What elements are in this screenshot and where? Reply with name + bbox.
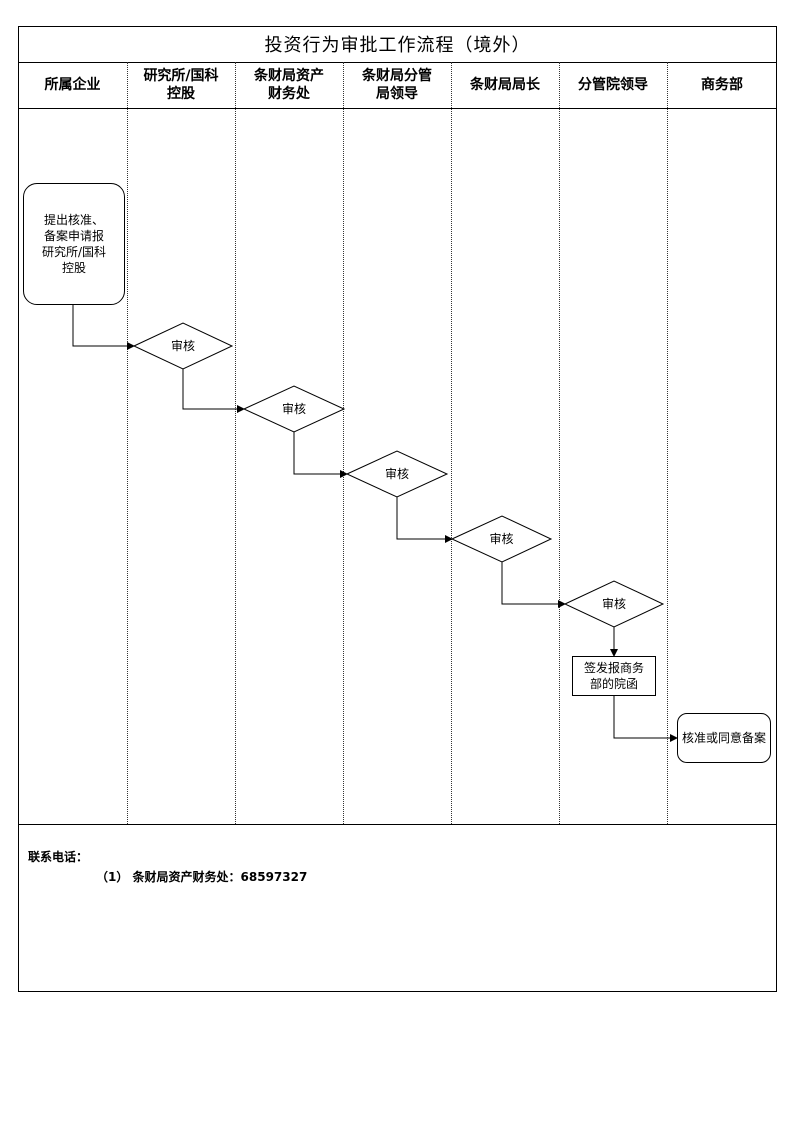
issue-letter-node: 签发报商务 部的院函 bbox=[572, 656, 656, 696]
review-diamond-2 bbox=[242, 385, 346, 433]
lane-divider bbox=[667, 62, 668, 824]
diagram-frame bbox=[18, 26, 777, 992]
lane-header-director: 条财局局长 bbox=[470, 77, 540, 93]
connector-start-to-review-1 bbox=[72, 305, 135, 350]
review-label-5: 审核 bbox=[601, 597, 626, 611]
contact-label: 联系电话： bbox=[28, 850, 89, 864]
review-diamond-4 bbox=[450, 515, 553, 563]
start-node: 提出核准、 备案申请报 研究所/国科 控股 bbox=[23, 183, 125, 305]
lane-header-academy-leader: 分管院领导 bbox=[578, 77, 648, 93]
lane-divider bbox=[559, 62, 560, 824]
review-diamond-5 bbox=[563, 580, 665, 628]
review-diamond-3 bbox=[345, 450, 449, 498]
lane-header-institute: 研究所/国科 控股 bbox=[143, 68, 219, 102]
review-label-4: 审核 bbox=[489, 532, 514, 546]
review-label-2: 审核 bbox=[281, 402, 306, 416]
end-node: 核准或同意备案 bbox=[677, 713, 771, 763]
diagram-title: 投资行为审批工作流程（境外） bbox=[264, 35, 531, 56]
footer-divider bbox=[18, 824, 777, 825]
lane-divider bbox=[343, 62, 344, 824]
review-label-1: 审核 bbox=[170, 339, 195, 353]
lane-header-enterprise: 所属企业 bbox=[44, 77, 101, 93]
connector-review-2-to-review-3 bbox=[293, 432, 348, 478]
lane-divider bbox=[127, 62, 128, 824]
lane-header-finance-office: 条财局资产 财务处 bbox=[254, 68, 324, 102]
connector-issue-to-end bbox=[613, 696, 678, 742]
review-label-3: 审核 bbox=[384, 467, 409, 481]
lane-divider bbox=[235, 62, 236, 824]
connector-review-4-to-review-5 bbox=[501, 562, 566, 608]
contact-line-1: （1） 条财局资产财务处：68597327 bbox=[96, 870, 308, 884]
review-diamond-1 bbox=[132, 322, 234, 370]
connector-review-1-to-review-2 bbox=[182, 369, 245, 413]
lane-header-commerce-ministry: 商务部 bbox=[701, 77, 743, 93]
header-divider bbox=[18, 108, 777, 109]
title-divider bbox=[18, 62, 777, 63]
lane-divider bbox=[451, 62, 452, 824]
lane-header-deputy-director: 条财局分管 局领导 bbox=[362, 68, 432, 102]
connector-review-3-to-review-4 bbox=[396, 497, 453, 543]
